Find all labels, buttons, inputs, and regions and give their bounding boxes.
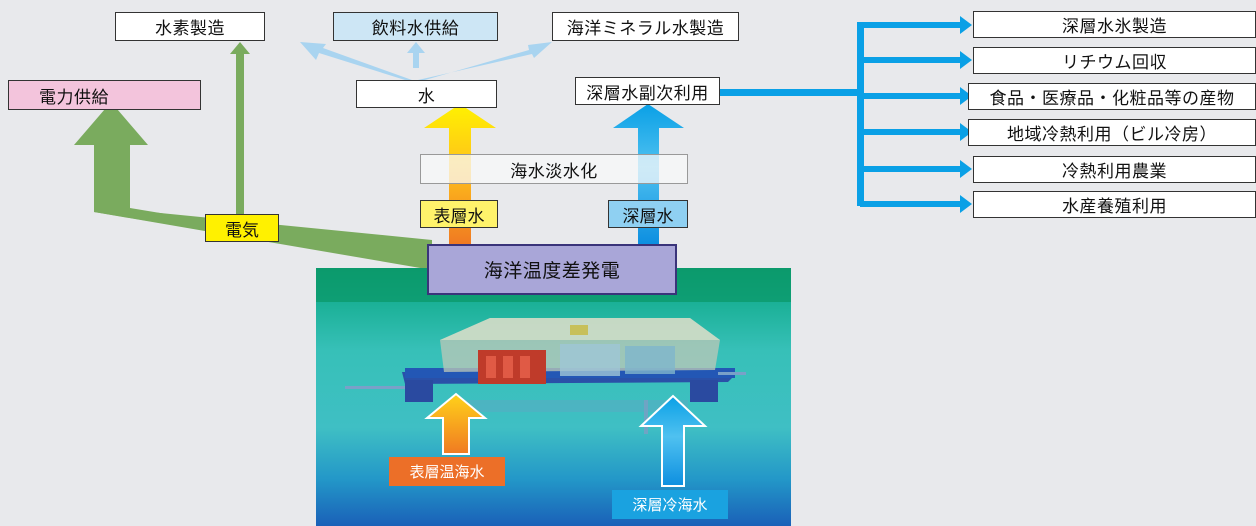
water-split-arrows xyxy=(300,42,552,80)
warm-surface-seawater-label: 表層温海水 xyxy=(389,457,505,486)
use-item-deep-ice: 深層水氷製造 xyxy=(973,11,1256,38)
use-item-agriculture: 冷熱利用農業 xyxy=(973,156,1256,183)
deep-water-secondary-use-box: 深層水副次利用 xyxy=(575,77,720,105)
power-supply-box: 電力供給 xyxy=(8,80,201,110)
use-item-aquaculture: 水産養殖利用 xyxy=(973,191,1256,218)
desalination-box: 海水淡水化 xyxy=(420,154,688,184)
cold-deep-seawater-label: 深層冷海水 xyxy=(612,490,728,519)
ocean-mineral-water-box: 海洋ミネラル水製造 xyxy=(552,12,739,41)
otec-box: 海洋温度差発電 xyxy=(427,244,677,295)
uses-bracket xyxy=(718,16,972,213)
drinking-water-supply-box: 飲料水供給 xyxy=(333,12,498,41)
electricity-label: 電気 xyxy=(205,214,279,242)
use-item-district-cooling: 地域冷熱利用（ビル冷房） xyxy=(968,119,1256,146)
use-item-products: 食品・医療品・化粧品等の産物 xyxy=(968,83,1256,110)
water-box: 水 xyxy=(356,80,497,108)
deep-water-label: 深層水 xyxy=(608,200,688,228)
otec-platform-illustration xyxy=(316,268,791,526)
use-item-lithium: リチウム回収 xyxy=(973,47,1256,74)
surface-water-label: 表層水 xyxy=(420,200,498,228)
hydrogen-production-box: 水素製造 xyxy=(115,12,265,41)
